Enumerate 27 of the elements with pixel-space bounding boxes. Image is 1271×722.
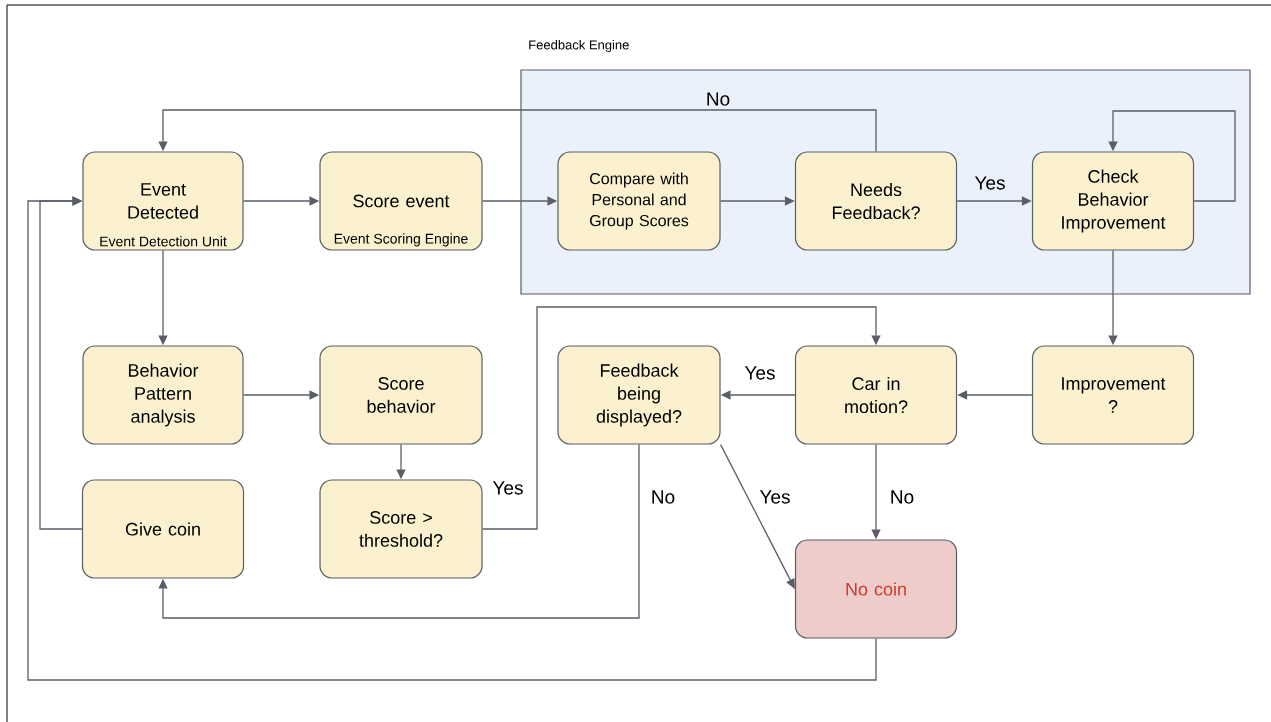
process-box: Check Behavior Improvement xyxy=(1031,151,1195,251)
arrow xyxy=(719,443,795,589)
process-box: Feedback being displayed? xyxy=(557,345,721,445)
process-box: Car in motion? xyxy=(794,345,958,445)
arrow xyxy=(1108,110,1236,202)
arrow xyxy=(158,443,640,619)
process-box: Score behavior xyxy=(319,345,483,445)
edge-label: Yes xyxy=(974,176,1005,190)
process-box: Event Detected Event Detection Unit xyxy=(82,151,244,251)
arrow xyxy=(158,109,877,153)
edge-label: No xyxy=(891,490,914,504)
process-box: Give coin xyxy=(81,479,245,579)
process-box: Improvement ? xyxy=(1031,345,1195,445)
edge-label: Yes xyxy=(744,366,775,380)
arrow xyxy=(481,306,881,530)
arrow xyxy=(27,196,877,681)
process-box: Compare with Personal and Group Scores xyxy=(557,151,721,251)
process-box: Needs Feedback? xyxy=(794,151,958,251)
node-label: Feedback Engine xyxy=(529,39,629,53)
edge-label: Yes xyxy=(492,481,523,495)
end-box: No coin xyxy=(794,539,958,639)
process-box: Behavior Pattern analysis xyxy=(82,345,244,445)
process-box: Score > threshold? xyxy=(319,479,483,579)
edge-label: No xyxy=(707,92,730,106)
edge-label: No xyxy=(652,490,675,504)
process-box: Score event Event Scoring Engine xyxy=(319,151,483,251)
edge-label: Yes xyxy=(759,490,790,504)
